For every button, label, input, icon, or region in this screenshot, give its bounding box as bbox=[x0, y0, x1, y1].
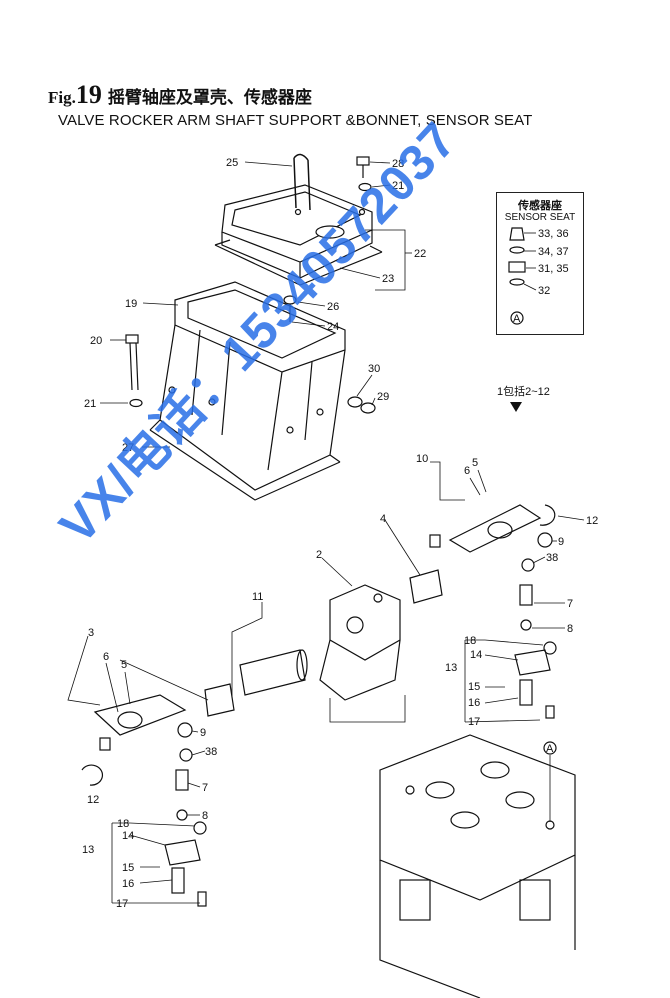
callout-13-left: 13 bbox=[82, 844, 94, 856]
bolt-20 bbox=[125, 334, 139, 391]
callout-11: 11 bbox=[252, 591, 263, 603]
bushing-4-right bbox=[409, 569, 443, 604]
callout-17-left: 17 bbox=[116, 898, 128, 910]
sensor-seat-box: 传感器座 SENSOR SEAT bbox=[496, 192, 584, 335]
callout-10: 10 bbox=[416, 453, 428, 465]
callout-12-left: 12 bbox=[87, 794, 99, 806]
sensor-title-cn: 传感器座 bbox=[518, 200, 562, 212]
cover-gasket bbox=[214, 239, 383, 286]
callout-38-right: 38 bbox=[546, 552, 558, 564]
callout-18-right: 18 bbox=[464, 635, 476, 647]
callout-18-left: 18 bbox=[117, 818, 129, 830]
figure-prefix: Fig. bbox=[48, 88, 76, 107]
callout-38-left: 38 bbox=[205, 746, 217, 758]
callout-13-right: 13 bbox=[445, 662, 457, 674]
callout-9-left: 9 bbox=[200, 727, 206, 739]
callout-16-right: 16 bbox=[468, 697, 480, 709]
callout-6-left: 6 bbox=[103, 651, 109, 663]
callout-14-left: 14 bbox=[122, 830, 134, 842]
plug-29 bbox=[360, 402, 376, 414]
sensor-label-33-36: 33, 36 bbox=[538, 228, 569, 240]
callout-23: 23 bbox=[382, 273, 394, 285]
seal-30 bbox=[347, 396, 363, 408]
sensor-ref-a: A bbox=[513, 313, 521, 325]
bolt-28 bbox=[356, 156, 370, 178]
callout-12-right: 12 bbox=[586, 515, 598, 527]
ref-marker-a: A bbox=[543, 741, 557, 755]
ref-marker-a-label: A bbox=[546, 743, 554, 755]
rocker-shaft bbox=[239, 649, 308, 696]
note-arrow-icon bbox=[510, 402, 522, 412]
figure-number: 19 bbox=[75, 80, 102, 109]
sensor-label-34-37: 34, 37 bbox=[538, 246, 569, 258]
washer-21-top bbox=[358, 182, 372, 192]
rocker-cover-body bbox=[149, 281, 346, 501]
callout-22: 22 bbox=[414, 248, 426, 260]
callout-27: 27 bbox=[122, 442, 134, 454]
adjuster-group-left bbox=[164, 821, 207, 907]
callout-6-right: 6 bbox=[464, 465, 470, 477]
callout-4-right: 4 bbox=[380, 513, 386, 525]
callout-19: 19 bbox=[125, 298, 137, 310]
callout-8-right: 8 bbox=[567, 623, 573, 635]
cylinder-head bbox=[379, 734, 576, 998]
assembly-note: 1包括2~12 bbox=[497, 386, 550, 398]
callout-29: 29 bbox=[377, 391, 389, 403]
callout-17-right: 17 bbox=[468, 716, 480, 728]
leader-lines bbox=[67, 161, 585, 904]
callout-numbers: 25 28 21 22 23 19 26 24 20 30 29 21 27 1… bbox=[82, 157, 598, 910]
figure-title: Fig.19 摇臂轴座及罩壳、传感器座 bbox=[48, 80, 312, 110]
rocker-arm-left bbox=[93, 694, 193, 821]
callout-16-left: 16 bbox=[122, 878, 134, 890]
callout-25: 25 bbox=[226, 157, 238, 169]
nut-26 bbox=[283, 295, 297, 322]
callout-21-left: 21 bbox=[84, 398, 96, 410]
callout-21-top: 21 bbox=[392, 180, 404, 192]
sensor-parts bbox=[508, 227, 526, 325]
washer-21-left bbox=[129, 398, 143, 408]
figure-title-cn: 摇臂轴座及罩壳、传感器座 bbox=[107, 88, 312, 107]
callout-20: 20 bbox=[90, 335, 102, 347]
sensor-title-en: SENSOR SEAT bbox=[504, 212, 576, 223]
callout-5-right: 5 bbox=[472, 457, 478, 469]
callout-24: 24 bbox=[327, 321, 339, 333]
callout-26: 26 bbox=[327, 301, 339, 313]
callout-9-right: 9 bbox=[558, 536, 564, 548]
sensor-label-31-35: 31, 35 bbox=[538, 263, 569, 275]
rocker-shaft-support bbox=[319, 584, 401, 701]
rocker-arm-right bbox=[429, 504, 553, 631]
callout-30: 30 bbox=[368, 363, 380, 375]
callout-14-right: 14 bbox=[470, 649, 482, 661]
adjuster-group-right bbox=[514, 641, 557, 719]
callout-8-left: 8 bbox=[202, 810, 208, 822]
callout-5-left: 5 bbox=[121, 659, 127, 671]
callout-7-left: 7 bbox=[202, 782, 208, 794]
callout-3: 3 bbox=[88, 627, 94, 639]
callout-15-right: 15 bbox=[468, 681, 480, 693]
sensor-label-32: 32 bbox=[538, 285, 550, 297]
circlip-12-right bbox=[539, 504, 556, 526]
callout-2: 2 bbox=[316, 549, 322, 561]
callout-28: 28 bbox=[392, 158, 404, 170]
bushing-4-left bbox=[204, 683, 235, 717]
callout-7-right: 7 bbox=[567, 598, 573, 610]
figure-title-en: VALVE ROCKER ARM SHAFT SUPPORT &BONNET, … bbox=[58, 112, 533, 129]
circlip-12-left bbox=[81, 764, 104, 786]
callout-15-left: 15 bbox=[122, 862, 134, 874]
sensor-labels: 33, 36 34, 37 31, 35 32 A bbox=[513, 228, 569, 325]
